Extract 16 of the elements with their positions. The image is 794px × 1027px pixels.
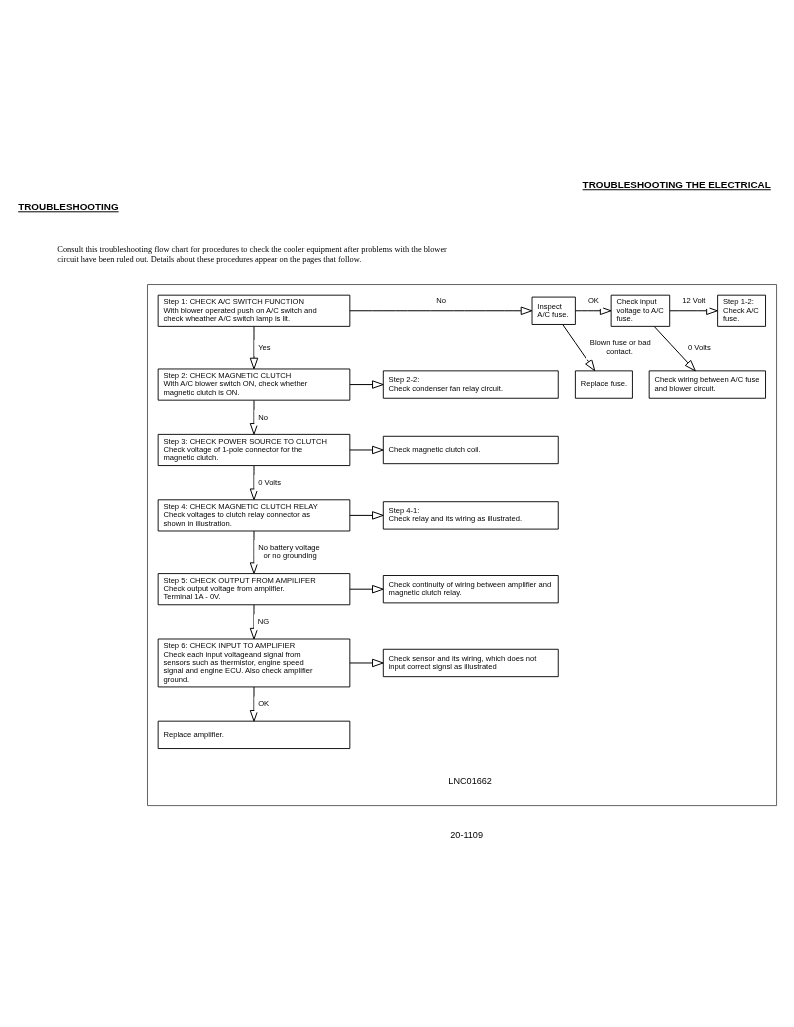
label: TROUBLESHOOTING (18, 201, 119, 213)
edge-label: NG (257, 617, 270, 627)
label: 20-1109 (450, 829, 484, 840)
edge-label: 0 Volts (687, 342, 711, 352)
edge-label: No (436, 295, 447, 305)
edge-label: No (258, 412, 268, 422)
edge-label: OK (258, 699, 270, 709)
edge-label: OK (587, 295, 599, 305)
edge-label: 12 Volt (682, 295, 706, 305)
edge-label: 0 Volts (258, 477, 281, 487)
label: LNC01662 (448, 775, 492, 786)
diagram-title: TROUBLESHOOTING THE ELECTRICAL (582, 179, 771, 191)
edge-label: Blown fuse or bad contact. (589, 338, 651, 356)
edge-label: Yes (258, 342, 271, 352)
edge-label: No battery voltage or no grounding (258, 543, 320, 561)
label: Consult this troubleshooting flow chart for procedures to check the cooler equipment after problems with the blower circuit have been ruled out. Details about these procedures appear on the pages that follow. (57, 245, 447, 264)
